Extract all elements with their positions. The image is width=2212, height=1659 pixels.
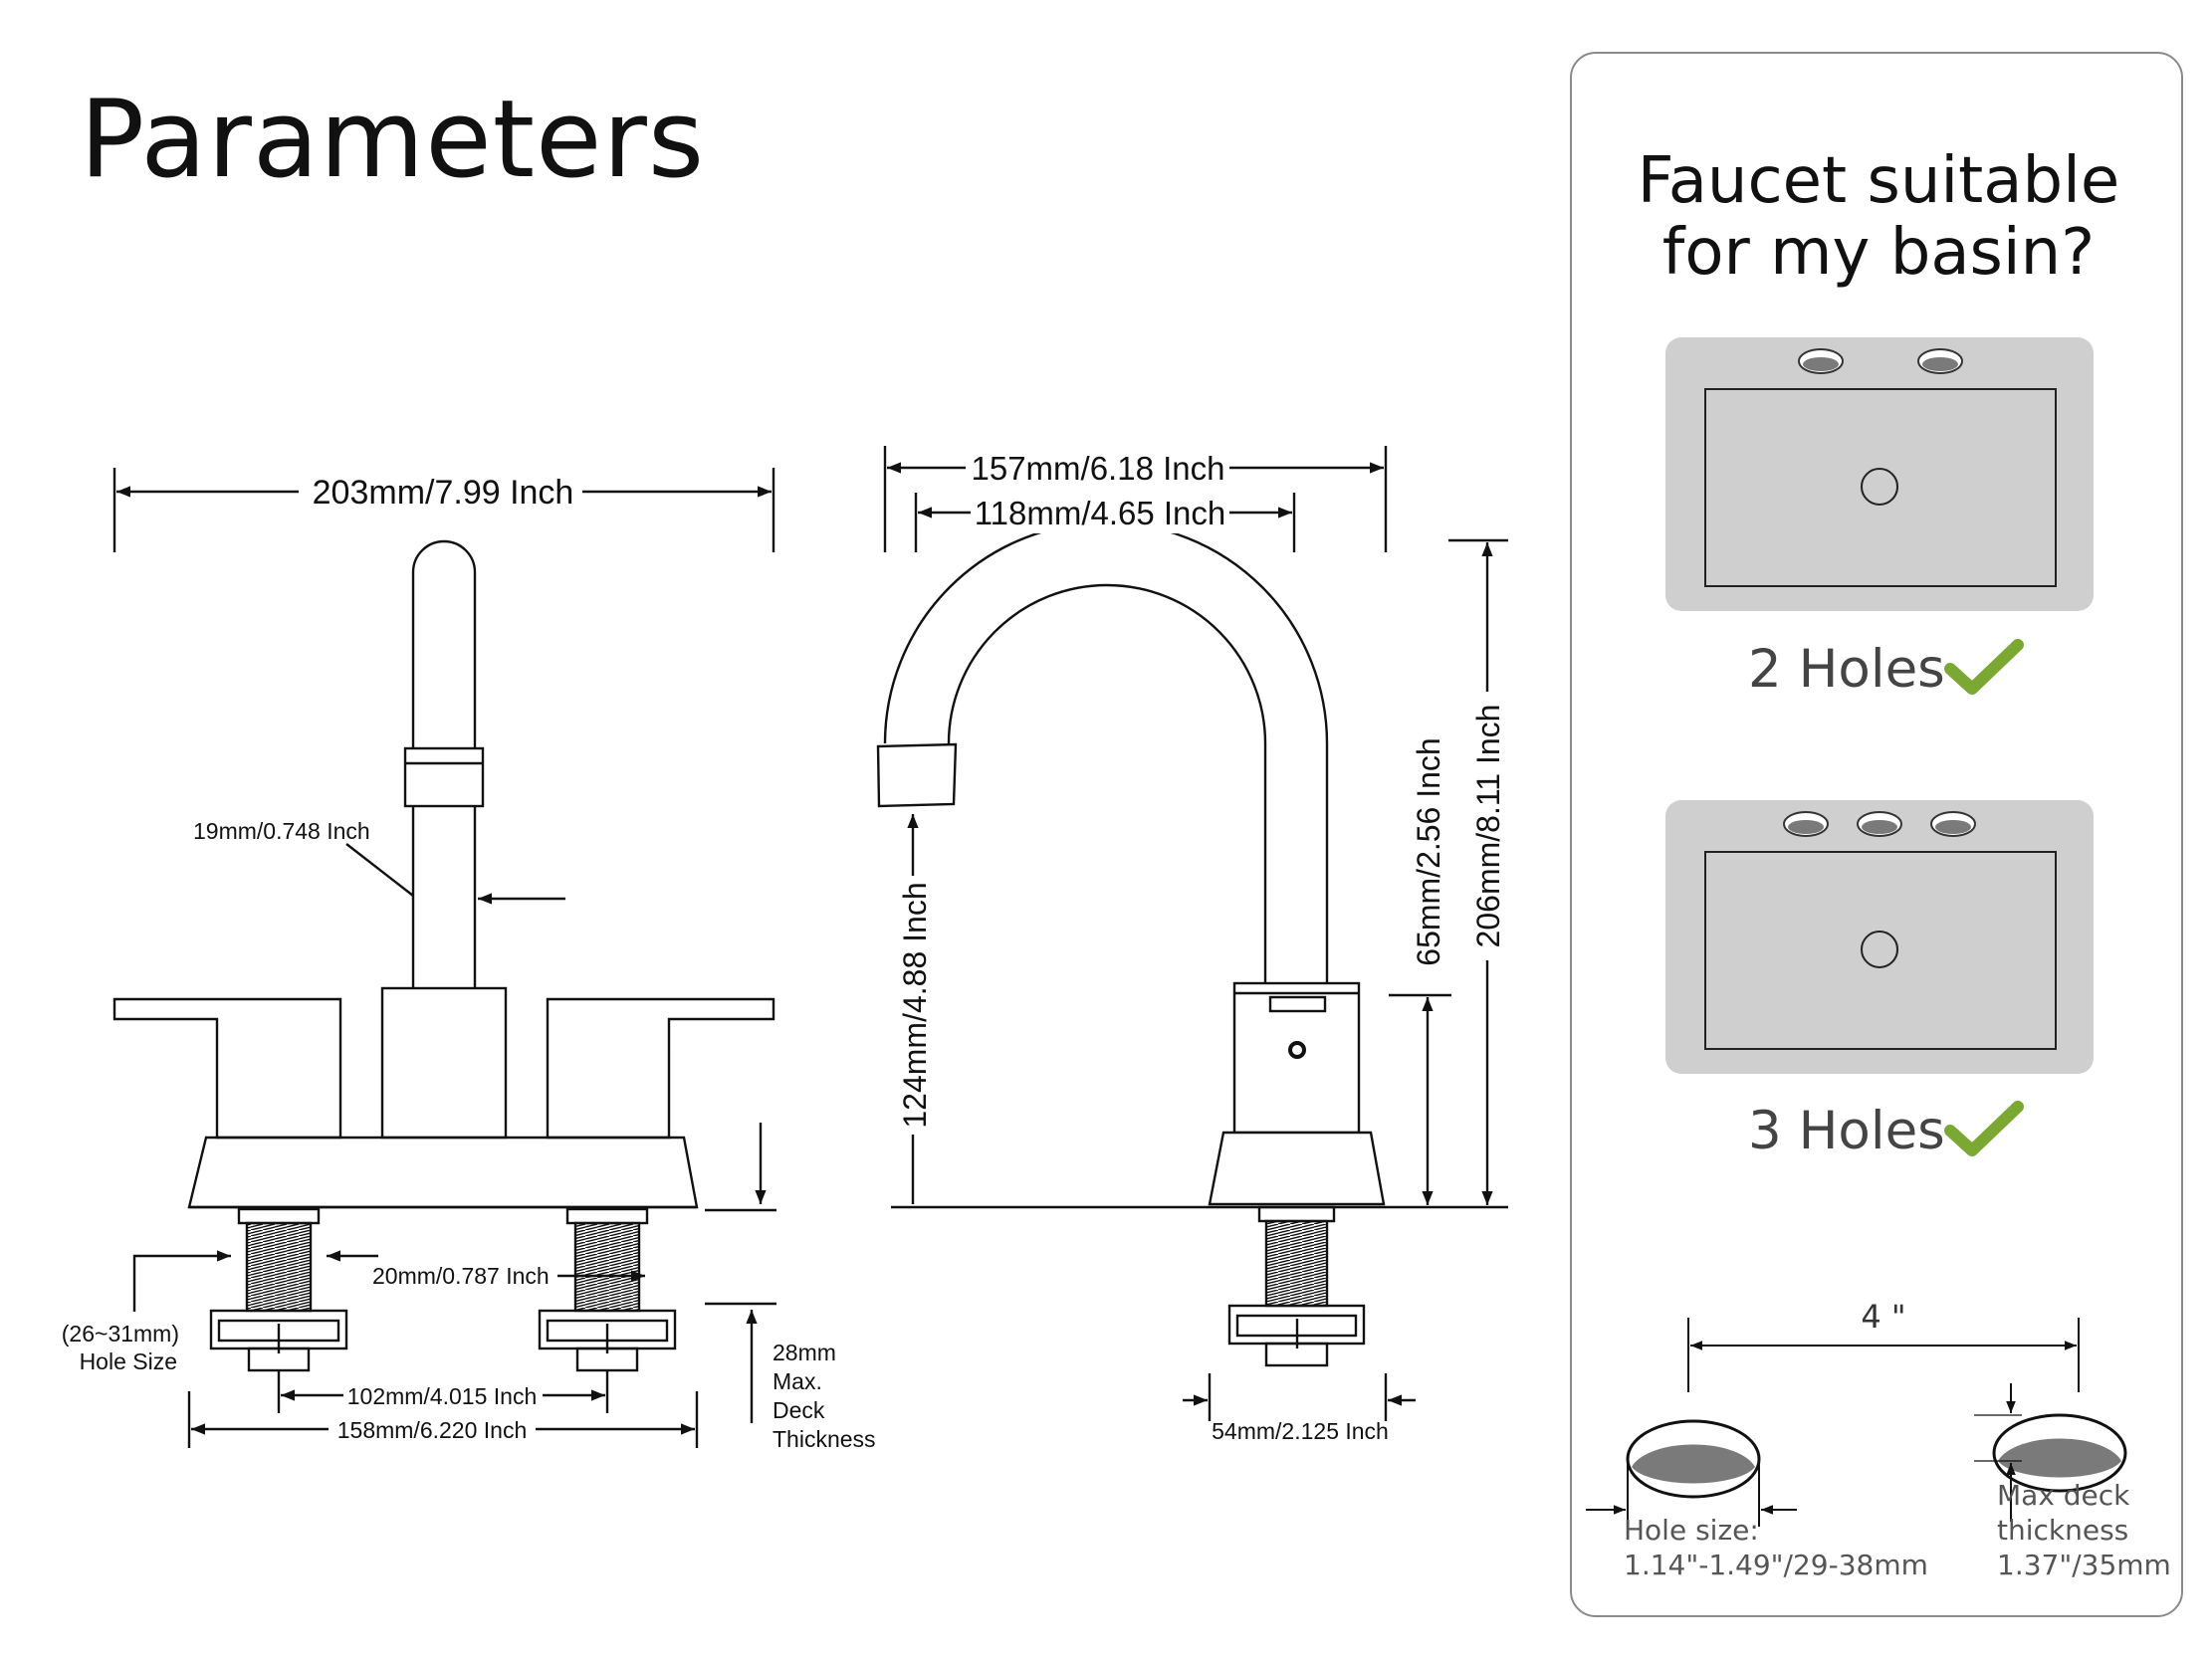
hole-size-note-line1: Hole size:: [1624, 1514, 1759, 1547]
hole-size-range-label: (26~31mm): [62, 1321, 179, 1347]
body-height-label: 65mm/2.56 Inch: [1411, 737, 1446, 965]
spout-reach-inner-label: 118mm/4.65 Inch: [975, 495, 1226, 531]
side-base-width-label: 54mm/2.125 Inch: [1212, 1418, 1389, 1444]
deck-max-line3: Thickness: [773, 1426, 876, 1452]
side-shank: [1227, 1205, 1366, 1367]
deck-thickness-note-line3: 1.37"/35mm: [1997, 1549, 2171, 1581]
right-shank: [538, 1207, 677, 1372]
check-icon: [1944, 639, 2024, 695]
left-shank: [209, 1207, 348, 1372]
side-body: [1208, 981, 1386, 1206]
center-spacing-label: 102mm/4.015 Inch: [347, 1383, 538, 1409]
hole-size-note-line2: 1.14"-1.49"/29-38mm: [1624, 1549, 1928, 1581]
hole-size-note: Hole size: 1.14"-1.49"/29-38mm: [1624, 1513, 1928, 1582]
hole-spacing-label: 4 ": [1861, 1298, 1905, 1336]
panel-title-line2: for my basin?: [1661, 216, 2096, 290]
spout-height-label: 124mm/4.88 Inch: [897, 882, 933, 1128]
handle-diameter-label: 19mm/0.748 Inch: [193, 818, 370, 844]
overall-width-label: 203mm/7.99 Inch: [313, 474, 574, 512]
panel-title: Faucet suitable for my basin?: [1572, 145, 2185, 289]
left-handle: [112, 997, 342, 1140]
deck-thickness-note-line1: Max deck: [1997, 1479, 2130, 1512]
total-height-label: 206mm/8.11 Inch: [1470, 705, 1506, 948]
three-holes-label: 3 Holes: [1748, 1101, 1945, 1161]
deck-thickness-note-line2: thickness: [1997, 1514, 2129, 1547]
page-title: Parameters: [80, 78, 706, 202]
front-base: [187, 1136, 699, 1209]
handle-diameter-leader: [345, 843, 414, 897]
overall-width-dimension: [112, 468, 775, 552]
three-hole-basin-illustration: [1665, 800, 2094, 1074]
deck-max-line2: Deck: [773, 1397, 825, 1423]
panel-title-line1: Faucet suitable: [1637, 144, 2120, 218]
base-width-label: 158mm/6.220 Inch: [337, 1417, 528, 1443]
side-gooseneck-spout: [876, 520, 1329, 983]
shank-diameter-label: 20mm/0.787 Inch: [372, 1263, 550, 1289]
deck-thickness-note: Max deck thickness 1.37"/35mm: [1997, 1478, 2171, 1582]
front-spout: [403, 539, 485, 988]
hole-size-caption: Hole Size: [80, 1348, 177, 1374]
two-hole-basin-illustration: [1665, 337, 2094, 611]
front-center-body: [380, 986, 508, 1140]
faucet-dimension-drawing: 203mm/7.99 Inch 19mm/0.748 Inch 20mm/0.7…: [62, 446, 1508, 1452]
check-icon: [1944, 1101, 2024, 1156]
deck-max-value: 28mm: [773, 1340, 836, 1365]
spout-reach-label: 157mm/6.18 Inch: [972, 450, 1225, 487]
hole-spacing-diagram: 4 ": [1586, 1298, 2127, 1527]
two-holes-label: 2 Holes: [1748, 639, 1945, 700]
right-handle: [546, 997, 775, 1140]
basin-compatibility-panel: Faucet suitable for my basin? 2 Holes: [1570, 52, 2183, 1617]
deck-max-line1: Max.: [773, 1368, 822, 1394]
